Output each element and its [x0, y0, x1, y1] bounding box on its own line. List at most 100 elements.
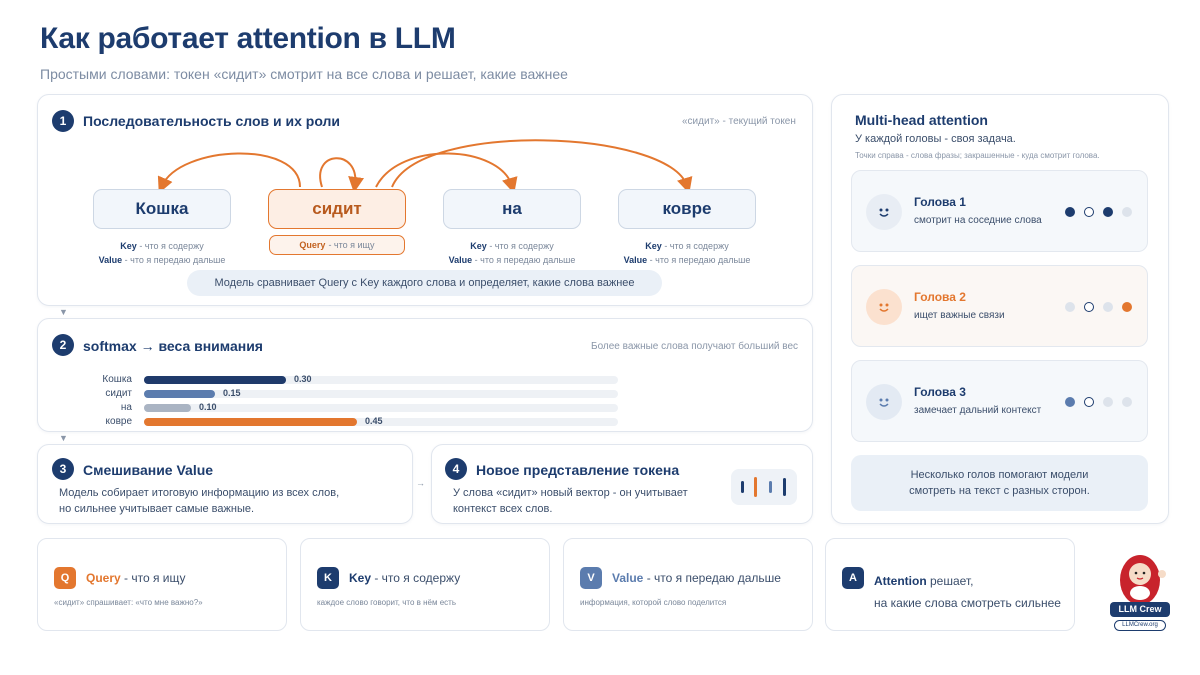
legend-title: Key - что я содержу [349, 571, 460, 585]
smile-face-icon [866, 289, 902, 325]
current-token-note: «сидит» - текущий токен [682, 116, 796, 127]
legend-rest: - что я содержу [371, 571, 461, 585]
arrow-to-kovre [391, 139, 693, 194]
flow-arrow-down-icon: ▼ [59, 433, 68, 443]
legend-name: Query [86, 571, 121, 585]
key-text: - что я содержу [489, 241, 554, 251]
step-number-2: 2 [52, 334, 74, 356]
legend-badge: V [580, 567, 602, 589]
head-dot [1084, 207, 1094, 217]
legend-sub: каждое слово говорит, что в нём есть [317, 598, 457, 607]
vector-icon [731, 469, 797, 505]
bar-label: Кошка [102, 374, 132, 385]
head-title: Голова 1 [914, 195, 966, 209]
query-pill: Query- что я ищу [269, 235, 405, 255]
smile-face-icon [866, 384, 902, 420]
bar-fill [144, 376, 286, 384]
flow-arrow-right-icon: → [416, 478, 425, 488]
bar-value: 0.45 [365, 416, 383, 426]
key-text: - что я содержу [139, 241, 204, 251]
footer-line-1: Несколько голов помогают модели [910, 469, 1089, 481]
head-dot [1103, 302, 1113, 312]
value-text: - что я передаю дальше [124, 255, 226, 265]
bar-value: 0.10 [199, 402, 217, 412]
value-label: Value [98, 255, 123, 265]
bar-value: 0.15 [223, 388, 241, 398]
legend-sub: информация, которой слово поделится [580, 598, 727, 607]
multihead-note: Точки справа - слова фразы; закрашенные … [855, 151, 1100, 160]
logo-text: LLM Crew [1110, 602, 1170, 617]
mix-line-1: Модель собирает итоговую информацию из в… [59, 487, 340, 499]
step-number-1: 1 [52, 110, 74, 132]
word-kovre: ковре [618, 189, 756, 229]
summary-rest: решает, [926, 574, 974, 588]
compare-banner: Модель сравнивает Query с Key каждого сл… [187, 270, 662, 296]
bar-track [144, 390, 618, 398]
section-mix-heading: Смешивание Value [83, 462, 214, 478]
query-text: - что я ищу [328, 240, 375, 250]
key-label: Key [470, 241, 487, 251]
attention-badge: A [842, 567, 864, 589]
legend-name: Value [612, 571, 644, 585]
bar-value: 0.30 [294, 374, 312, 384]
section-mix-text: Модель собирает итоговую информацию из в… [59, 485, 339, 517]
summary-line-2: на какие слова смотреть сильнее [874, 596, 1061, 610]
value-label: Value [623, 255, 648, 265]
arrow-to-na [375, 152, 518, 194]
key-label: Key [645, 241, 662, 251]
summary-card: A Attention решает, на какие слова смотр… [825, 538, 1075, 631]
llm-crew-logo: LLM Crew LLMCrew.org [1110, 552, 1170, 634]
summary-bold: Attention [874, 574, 927, 588]
legend-name: Key [349, 571, 372, 585]
legend-card-k: K Key - что я содержу каждое слово говорит… [300, 538, 550, 631]
role-koshka: Key - что я содержу Value - что я переда… [72, 239, 252, 267]
multihead-heading: Multi-head attention [855, 112, 988, 128]
section-softmax-card [37, 318, 813, 432]
bar-label: на [120, 402, 132, 413]
head-dot [1065, 302, 1075, 312]
role-na: Key - что я содержу Value - что я переда… [422, 239, 602, 267]
value-text: - что я передаю дальше [649, 255, 751, 265]
step-number-4: 4 [445, 458, 467, 480]
query-label: Query [299, 240, 326, 250]
page-subtitle: Простыми словами: токен «сидит» смотрит … [40, 66, 568, 82]
key-label: Key [120, 241, 137, 251]
head-dot [1084, 397, 1094, 407]
legend-rest: - что я ищу [120, 571, 186, 585]
section-new-token-heading: Новое представление токена [476, 462, 680, 478]
section-softmax-heading: softmax → веса внимания [83, 338, 263, 354]
head-dot [1122, 302, 1132, 312]
footer-line-2: смотреть на текст с разных сторон. [909, 485, 1090, 497]
role-kovre: Key - что я содержу Value - что я переда… [597, 239, 777, 267]
section-mix-card [37, 444, 413, 524]
logo-url: LLMCrew.org [1114, 620, 1166, 631]
legend-card-v: V Value - что я передаю дальше информация,… [563, 538, 813, 631]
word-na: на [443, 189, 581, 229]
mix-line-2: но сильнее учитывает самые важные. [59, 503, 255, 515]
legend-badge: Q [54, 567, 76, 589]
head-dot [1065, 397, 1075, 407]
bar-track [144, 376, 618, 384]
section-sequence-heading: Последовательность слов и их роли [83, 113, 341, 129]
head-title: Голова 3 [914, 385, 966, 399]
legend-title: Value - что я передаю дальше [612, 571, 781, 585]
bar-label: ковре [105, 416, 132, 427]
legend-rest: - что я передаю дальше [643, 571, 781, 585]
head-dot [1122, 207, 1132, 217]
value-text: - что я передаю дальше [474, 255, 576, 265]
step-number-3: 3 [52, 458, 74, 480]
bar-fill [144, 390, 215, 398]
key-text: - что я содержу [664, 241, 729, 251]
arrow-self [319, 157, 364, 193]
bar-fill [144, 418, 357, 426]
legend-badge: K [317, 567, 339, 589]
new-token-line-1: У слова «сидит» новый вектор - он учитыв… [453, 487, 688, 499]
bar-label: сидит [105, 388, 132, 399]
word-sidit: сидит [268, 189, 406, 229]
summary-text: Attention решает, на какие слова смотрет… [874, 570, 1061, 614]
